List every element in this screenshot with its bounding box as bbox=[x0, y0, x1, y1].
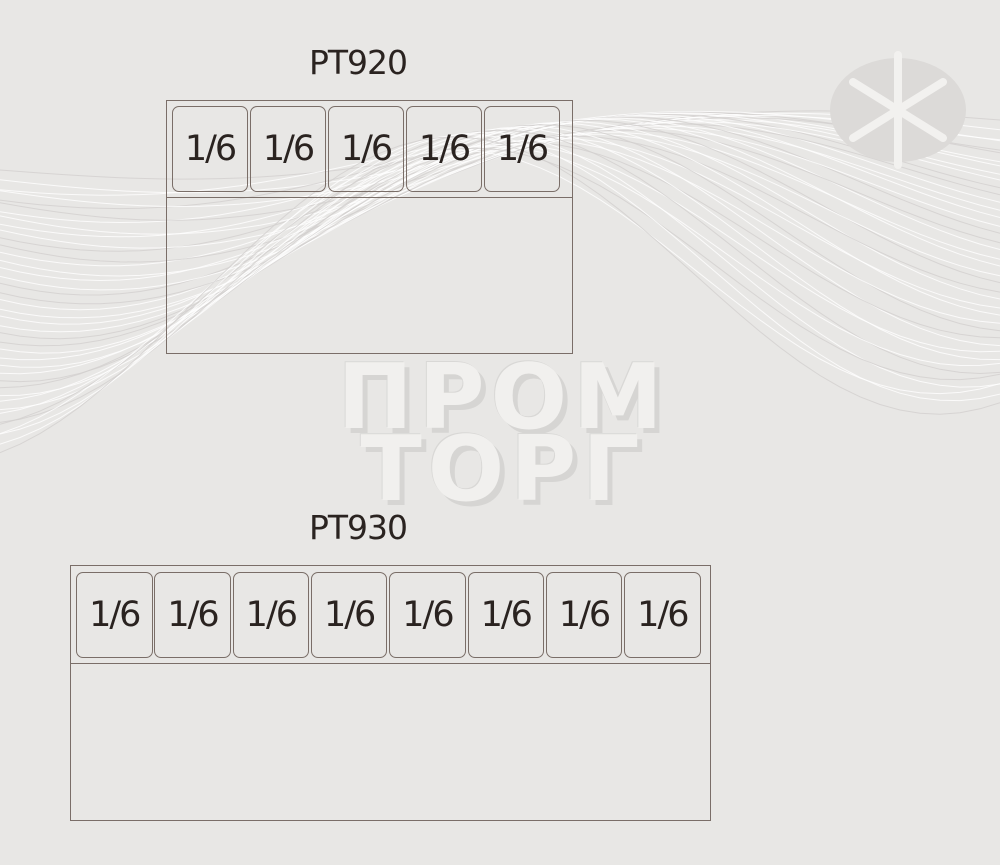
pan-slot: 1/6 bbox=[310, 572, 388, 658]
pan-slot: 1/6 bbox=[406, 106, 482, 192]
pan-slot: 1/6 bbox=[624, 572, 701, 658]
pan-slot: 1/6 bbox=[389, 572, 466, 658]
pan-slot: 1/6 bbox=[250, 106, 326, 192]
pan-slot: 1/6 bbox=[76, 572, 153, 658]
pan-slot: 1/6 bbox=[232, 572, 310, 658]
pan-slot: 1/6 bbox=[328, 106, 404, 192]
divider bbox=[71, 663, 710, 664]
pt920-layout bbox=[166, 100, 573, 354]
diagram-title-pt930: PT930 bbox=[308, 508, 408, 547]
pt930-layout bbox=[70, 565, 711, 821]
pan-slot: 1/6 bbox=[467, 572, 544, 658]
pan-slot: 1/6 bbox=[172, 106, 248, 192]
pan-slot: 1/6 bbox=[484, 106, 560, 192]
divider bbox=[167, 197, 572, 198]
pan-slot: 1/6 bbox=[545, 572, 623, 658]
pan-slot: 1/6 bbox=[154, 572, 231, 658]
watermark-line1: ПРОМ bbox=[337, 345, 669, 450]
snowflake-logo-icon bbox=[830, 51, 966, 169]
diagram-title-pt920: PT920 bbox=[308, 43, 408, 82]
watermark-line2: ТОРГ bbox=[360, 417, 646, 522]
